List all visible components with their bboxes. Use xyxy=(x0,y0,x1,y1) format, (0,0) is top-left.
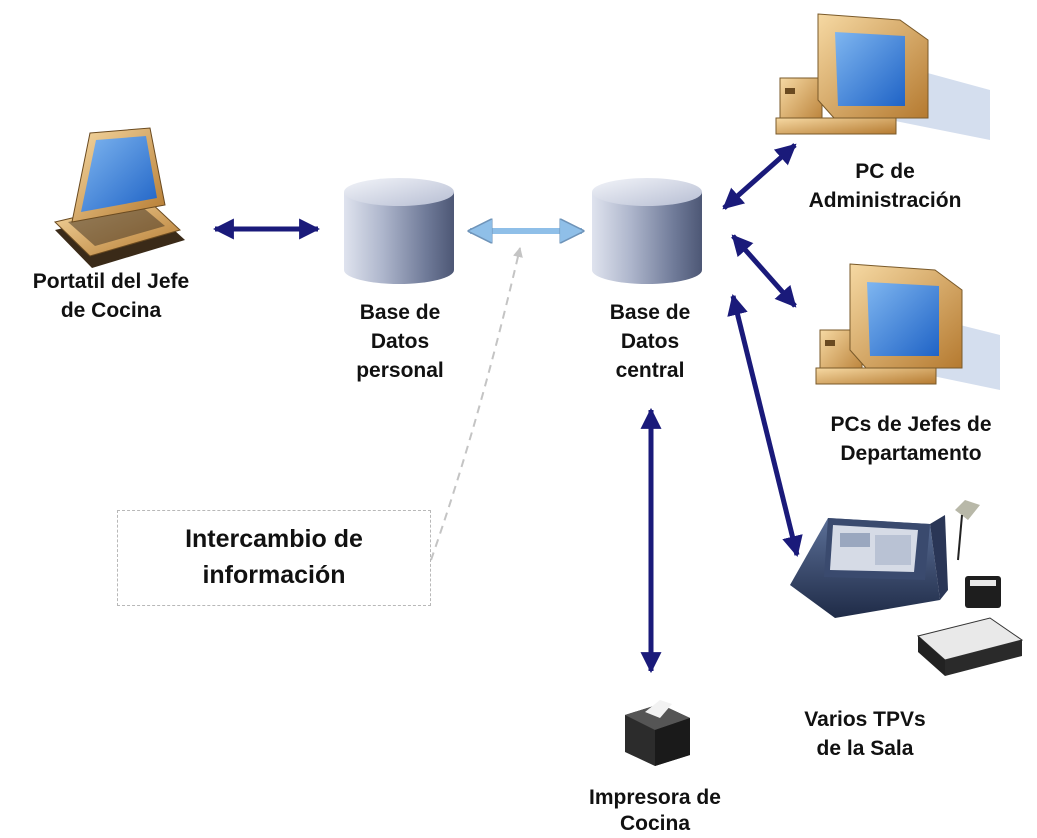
tpv-label: Varios TPVs de la Sala xyxy=(780,705,950,763)
callout-label-line2: información xyxy=(202,561,346,589)
database-personal-icon xyxy=(344,178,454,284)
info-exchange-callout: Intercambio de información xyxy=(117,510,431,606)
db-personal-label: Base de Datos personal xyxy=(330,298,470,385)
receipt-printer-icon xyxy=(625,700,690,766)
pc-jefes-label-line2: Departamento xyxy=(840,442,982,465)
db-personal-label-line1: Base de xyxy=(359,301,441,324)
database-central-icon xyxy=(592,178,702,284)
arrow-db-central-pc-admin xyxy=(722,143,797,210)
pc-jefes-icon xyxy=(815,263,1000,390)
pc-admin-label: PC de Administración xyxy=(780,157,990,215)
db-central-label-line1: Base de xyxy=(609,301,691,324)
laptop-label-line2: de Cocina xyxy=(60,299,162,322)
laptop-label: Portatil del Jefe de Cocina xyxy=(8,267,214,325)
laptop-icon xyxy=(53,127,185,268)
arrow-db-central-pc-jefes xyxy=(731,234,797,308)
callout-label-line1: Intercambio de xyxy=(185,525,363,553)
impresora-label-line2: Cocina xyxy=(619,812,690,835)
impresora-label-line1: Impresora de xyxy=(589,786,721,809)
pc-jefes-label-line1: PCs de Jefes de xyxy=(830,413,992,436)
callout-label: Intercambio de información xyxy=(118,511,430,593)
pc-admin-icon xyxy=(775,13,990,140)
callout-pointer xyxy=(430,247,523,561)
db-central-label-line2: Datos xyxy=(620,330,680,353)
pc-admin-label-line1: PC de xyxy=(855,160,915,183)
laptop-label-line1: Portatil del Jefe xyxy=(32,270,190,293)
tpv-label-line1: Varios TPVs xyxy=(804,708,926,731)
db-personal-label-line2: Datos xyxy=(370,330,430,353)
impresora-label: Impresora de Cocina xyxy=(570,785,740,837)
pc-admin-label-line2: Administración xyxy=(808,189,962,212)
db-central-label: Base de Datos central xyxy=(580,298,720,385)
db-personal-label-line3: personal xyxy=(356,359,444,382)
arrow-db-central-tpv xyxy=(727,293,803,558)
tpv-label-line2: de la Sala xyxy=(816,737,914,760)
pc-jefes-label: PCs de Jefes de Departamento xyxy=(800,410,1022,468)
pos-terminal-icon xyxy=(790,500,1024,676)
db-central-label-line3: central xyxy=(615,359,685,382)
